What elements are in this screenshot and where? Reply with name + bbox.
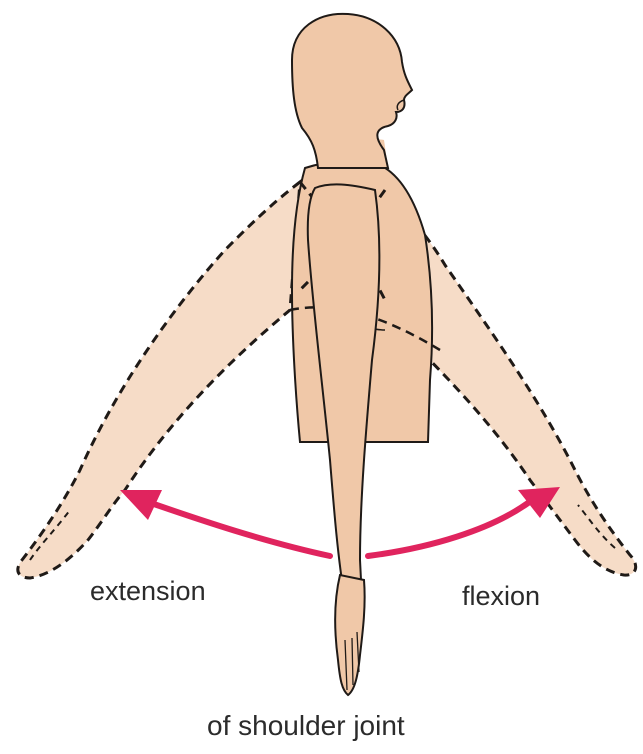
extension-arm-outline bbox=[18, 182, 300, 578]
head bbox=[292, 14, 412, 168]
extension-label: extension bbox=[90, 578, 206, 605]
flexion-label: flexion bbox=[462, 583, 540, 610]
figure-caption: of shoulder joint bbox=[207, 712, 405, 740]
